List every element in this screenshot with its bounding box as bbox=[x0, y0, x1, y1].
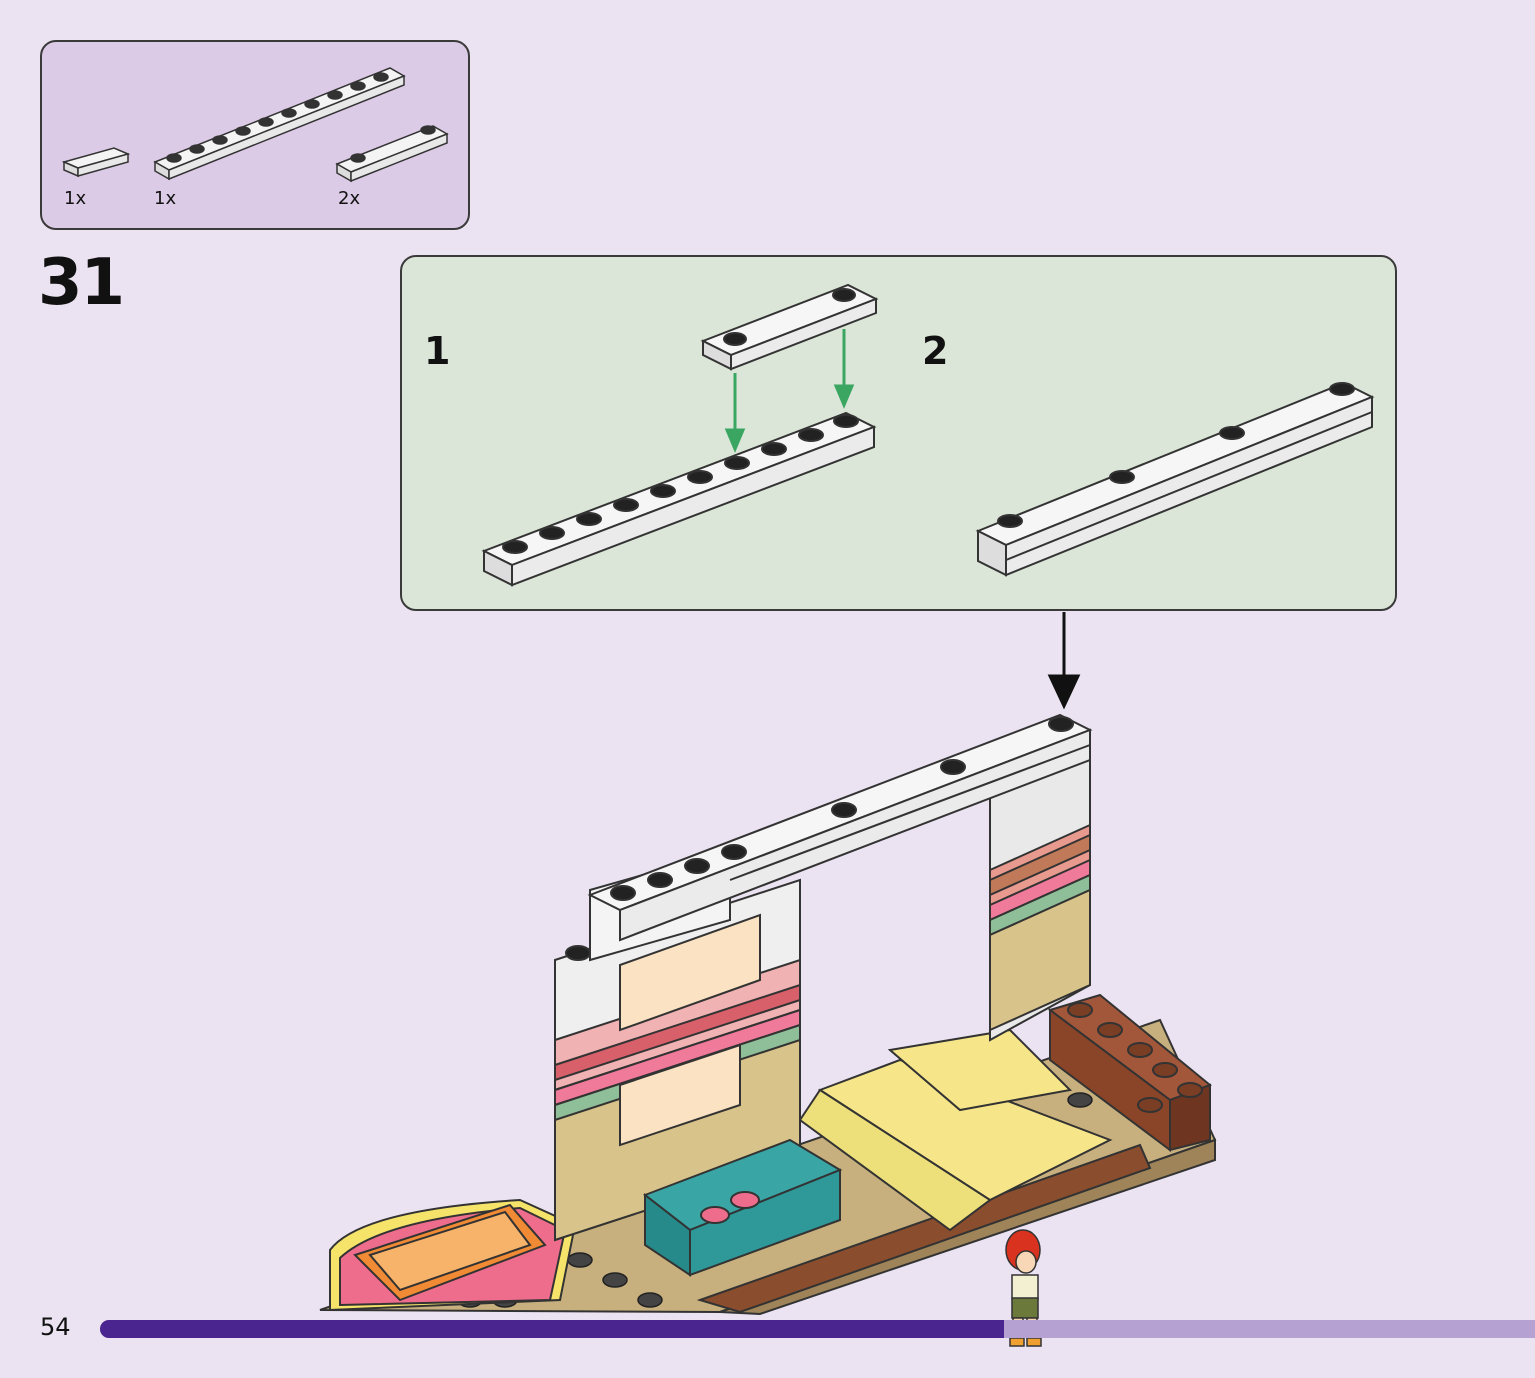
plate-assembly-icon bbox=[975, 381, 1375, 577]
plate-1x4-icon bbox=[700, 283, 879, 371]
progress-fill bbox=[100, 1320, 1005, 1338]
sub-step-label: 1 bbox=[424, 329, 451, 373]
sub-assembly-box: 1 2 bbox=[400, 255, 1397, 611]
part-quantity: 1x bbox=[154, 188, 177, 209]
plate-1x10-icon bbox=[153, 67, 406, 181]
teal-sofa bbox=[642, 1138, 843, 1277]
plate-1x4-icon bbox=[335, 125, 449, 183]
sub-step-label: 2 bbox=[922, 329, 949, 373]
yellow-cushion bbox=[798, 1028, 1113, 1232]
cabinet-wall bbox=[554, 848, 801, 1242]
right-pillar bbox=[989, 743, 1091, 1042]
minifigure-icon bbox=[1005, 1229, 1042, 1347]
top-beam bbox=[565, 713, 1093, 961]
page-number: 54 bbox=[40, 1313, 71, 1341]
step-number: 31 bbox=[38, 246, 125, 320]
placement-arrow-icon bbox=[724, 329, 855, 453]
placement-arrow-icon bbox=[1047, 612, 1081, 710]
part-quantity: 2x bbox=[338, 188, 361, 209]
brown-bench bbox=[1047, 993, 1212, 1152]
progress-bar bbox=[100, 1320, 1535, 1338]
part-quantity: 1x bbox=[64, 188, 87, 209]
tile-1x2-icon bbox=[61, 147, 131, 178]
sub-assembly-illustration bbox=[481, 283, 1375, 587]
parts-list-box: 1x 1x 2x bbox=[40, 40, 470, 230]
parts-illustration bbox=[61, 67, 449, 183]
plate-1x10-icon bbox=[481, 411, 877, 587]
round-platform bbox=[329, 1198, 577, 1312]
